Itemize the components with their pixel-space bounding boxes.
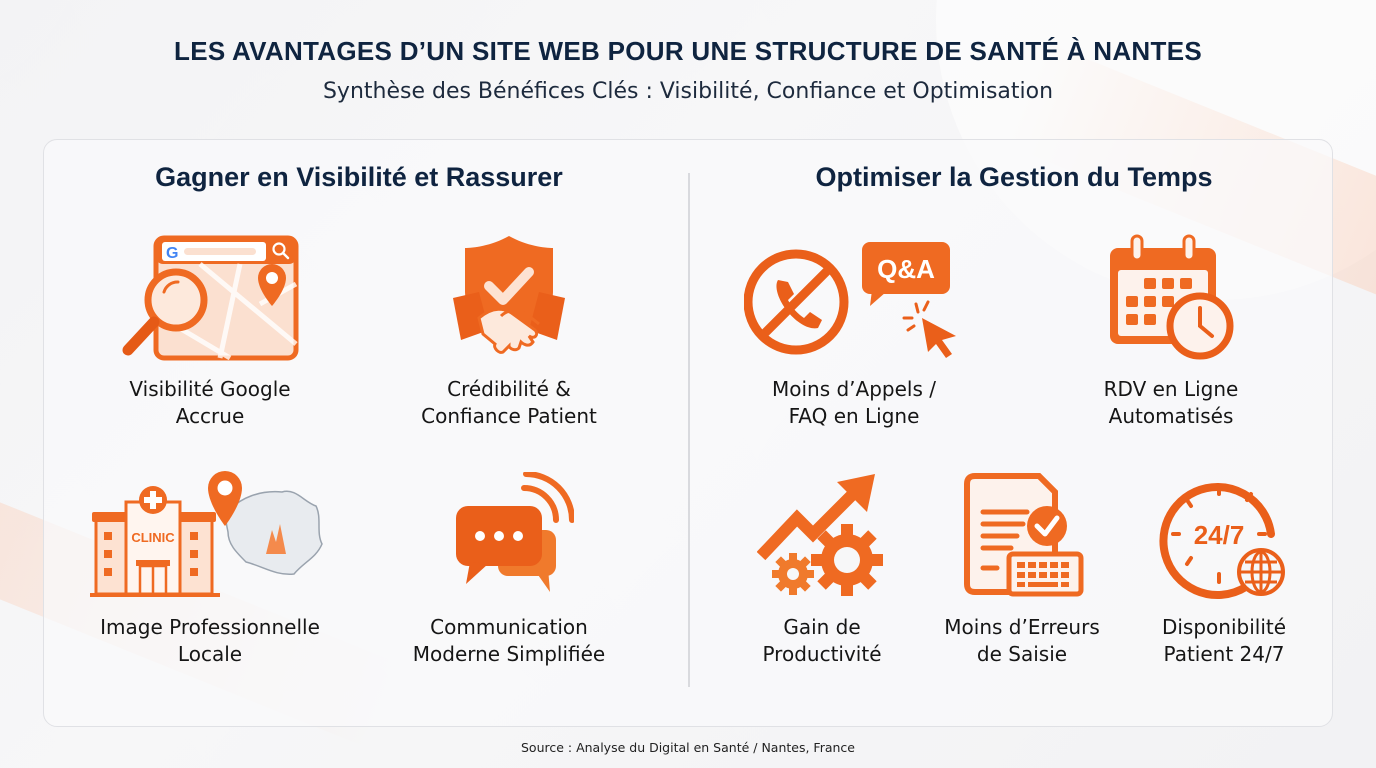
svg-text:CLINIC: CLINIC [131,530,175,545]
svg-text:G: G [166,245,178,262]
benefit-label: Moins d’Appels / FAQ en Ligne [771,377,936,428]
page-subtitle: Synthèse des Bénéfices Clés : Visibilité… [322,79,1054,104]
clinic-location-icon: CLINIC [80,470,340,600]
benefit-google-visibility: G Visibilité Google Accrue [80,232,340,430]
google-map-search-icon: G [80,232,340,362]
svg-text:24/7: 24/7 [1194,520,1245,550]
svg-text:Q&A: Q&A [877,254,935,284]
section-title-time: Optimiser la Gestion du Temps [815,162,1213,192]
benefit-label: Image Professionnelle Locale [100,615,320,666]
section-divider [688,173,690,687]
benefit-label: Communication Moderne Simplifiée [412,615,606,666]
benefits-card: Gagner en Visibilité et Rassurer Optimis… [43,139,1333,727]
clock-24-7-globe-icon: 24/7 [1094,470,1354,600]
growth-gears-icon [692,470,952,600]
benefit-local-image: CLINIC Image Professionnelle Locale [80,470,340,668]
benefit-label: RDV en Ligne Automatisés [1103,377,1239,428]
benefit-fewer-calls: Q&A Moins d’Appels / FAQ en Ligne [724,232,984,430]
source-footnote: Source : Analyse du Digital en Santé / N… [520,740,855,755]
section-title-visibility: Gagner en Visibilité et Rassurer [155,162,563,192]
benefit-label: Gain de Productivité [762,615,882,666]
benefit-communication: Communication Moderne Simplifiée [379,470,639,668]
benefit-credibility: Crédibilité & Confiance Patient [379,232,639,430]
header: LES AVANTAGES D’UN SITE WEB POUR UNE STR… [0,36,1376,104]
document-keyboard-check-icon [892,470,1152,600]
shield-handshake-icon [379,232,639,362]
no-phone-faq-icon: Q&A [724,232,984,362]
benefit-availability-24-7: 24/7 Disponibilité Patient 24/7 [1094,470,1354,668]
calendar-clock-icon [1041,232,1301,362]
chat-bubbles-signal-icon [379,470,639,600]
benefit-online-appointments: RDV en Ligne Automatisés [1041,232,1301,430]
benefit-productivity: Gain de Productivité [692,470,952,668]
page-title: LES AVANTAGES D’UN SITE WEB POUR UNE STR… [174,36,1202,66]
benefit-label: Disponibilité Patient 24/7 [1161,615,1287,666]
benefit-fewer-errors: Moins d’Erreurs de Saisie [892,470,1152,668]
benefit-label: Visibilité Google Accrue [129,377,291,428]
benefit-label: Moins d’Erreurs de Saisie [944,615,1100,666]
benefit-label: Crédibilité & Confiance Patient [421,377,597,428]
